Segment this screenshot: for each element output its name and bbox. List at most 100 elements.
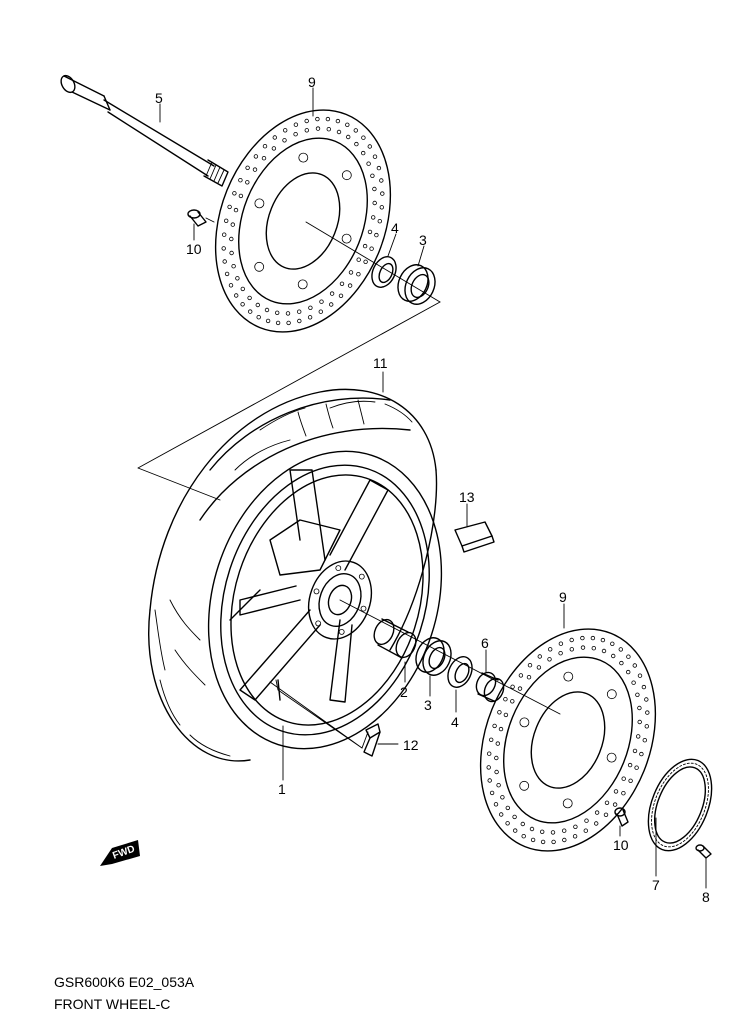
disc-drill-hole: [626, 654, 631, 659]
disc-drill-hole: [293, 131, 298, 137]
disc-drill-hole: [497, 710, 502, 715]
disc-drill-hole: [510, 699, 515, 704]
disc-drill-hole: [372, 154, 378, 159]
callout-9-top: 9: [308, 74, 316, 90]
disc-drill-hole: [372, 186, 377, 192]
disc-drill-hole: [584, 818, 589, 823]
disc-drill-hole: [600, 637, 606, 643]
disc-drill-hole: [293, 122, 299, 127]
model-code-caption: GSR600K6 E02_053A: [54, 974, 195, 990]
disc-drill-hole: [361, 150, 366, 156]
disc-drill-hole: [487, 751, 492, 756]
callout-13: 13: [459, 489, 475, 505]
disc-bolt-hole: [341, 170, 352, 181]
disc-drill-hole: [370, 173, 375, 178]
axle-part-5: [60, 74, 229, 187]
disc-bolt-hole: [254, 198, 265, 209]
disc-drill-hole: [247, 309, 253, 314]
disc-drill-hole: [572, 834, 578, 839]
disc-drill-hole: [529, 826, 535, 832]
disc-drill-hole: [262, 143, 268, 149]
disc-drill-hole: [637, 673, 643, 678]
callout-10-bottom: 10: [613, 837, 629, 853]
tire-valve-part-12: [363, 723, 381, 757]
disc-drill-hole: [363, 259, 368, 264]
disc-drill-hole: [264, 307, 270, 313]
disc-drill-hole: [641, 684, 647, 690]
disc-drill-hole: [613, 789, 619, 794]
disc-drill-hole: [513, 828, 518, 833]
disc-drill-hole: [642, 738, 647, 743]
spacer-part-2: [373, 618, 417, 659]
disc-drill-hole: [240, 302, 245, 307]
disc-drill-hole: [520, 821, 525, 827]
disc-bolt-hole: [341, 233, 352, 244]
disc-drill-hole: [591, 646, 596, 651]
disc-drill-hole: [583, 828, 588, 833]
disc-drill-hole: [221, 232, 227, 237]
disc-drill-hole: [245, 180, 250, 185]
disc-drill-hole: [540, 839, 546, 845]
disc-bolt-hole: [606, 752, 617, 763]
disc-drill-hole: [297, 309, 302, 314]
disc-drill-hole: [379, 178, 384, 183]
disc-drill-hole: [547, 657, 552, 662]
disc-bolt-part-10-bottom: [614, 807, 629, 827]
callout-2: 2: [400, 684, 408, 700]
disc-drill-hole: [369, 246, 374, 251]
disc-bolt-hole: [562, 798, 573, 809]
disc-drill-hole: [233, 207, 239, 213]
disc-bolt-hole: [606, 689, 617, 700]
callout-6: 6: [481, 635, 489, 651]
disc-bolt-hole: [519, 780, 530, 791]
callout-3-top: 3: [419, 232, 427, 248]
disc-drill-hole: [639, 751, 644, 757]
disc-drill-hole: [603, 812, 609, 817]
disc-drill-hole: [604, 800, 610, 805]
disc-drill-hole: [489, 737, 494, 742]
diagram-title: FRONT WHEEL-C: [54, 996, 171, 1012]
callout-12: 12: [403, 737, 419, 753]
disc-bolt-part-10-top: [187, 209, 207, 227]
disc-drill-hole: [530, 837, 536, 843]
disc-drill-hole: [238, 193, 244, 199]
disc-drill-hole: [304, 128, 309, 133]
disc-drill-hole: [621, 776, 626, 781]
disc-drill-hole: [285, 311, 291, 316]
disc-drill-hole: [505, 821, 510, 826]
disc-drill-hole: [228, 283, 234, 288]
disc-drill-hole: [540, 829, 545, 834]
disc-drill-hole: [275, 320, 281, 326]
disc-drill-hole: [526, 675, 532, 680]
collar-part-6: [475, 671, 505, 703]
disc-drill-hole: [537, 654, 542, 659]
disc-drill-hole: [573, 824, 578, 829]
disc-drill-hole: [562, 828, 567, 833]
disc-drill-hole: [536, 665, 542, 670]
disc-drill-hole: [517, 686, 523, 691]
disc-drill-hole: [245, 165, 250, 170]
disc-drill-hole: [492, 723, 497, 729]
disc-drill-hole: [494, 755, 499, 761]
wheel-rim-part-1: [207, 450, 443, 750]
callout-3-bottom: 3: [424, 697, 432, 713]
disc-drill-hole: [233, 293, 239, 298]
leader-lines: [159, 87, 707, 889]
disc-drill-hole: [353, 128, 358, 133]
disc-drill-hole: [500, 795, 505, 800]
disc-drill-hole: [227, 204, 232, 210]
disc-drill-hole: [283, 128, 288, 133]
disc-drill-hole: [628, 778, 633, 783]
disc-drill-hole: [499, 812, 504, 817]
callout-5: 5: [155, 90, 163, 106]
disc-drill-hole: [222, 259, 227, 264]
assembly-guide-line-bottom: [269, 679, 369, 749]
disc-drill-hole: [594, 810, 600, 815]
disc-drill-hole: [634, 765, 639, 770]
disc-drill-hole: [618, 647, 623, 652]
front-tire-part-11: [148, 388, 438, 762]
disc-drill-hole: [371, 215, 376, 220]
disc-drill-hole: [229, 250, 234, 256]
